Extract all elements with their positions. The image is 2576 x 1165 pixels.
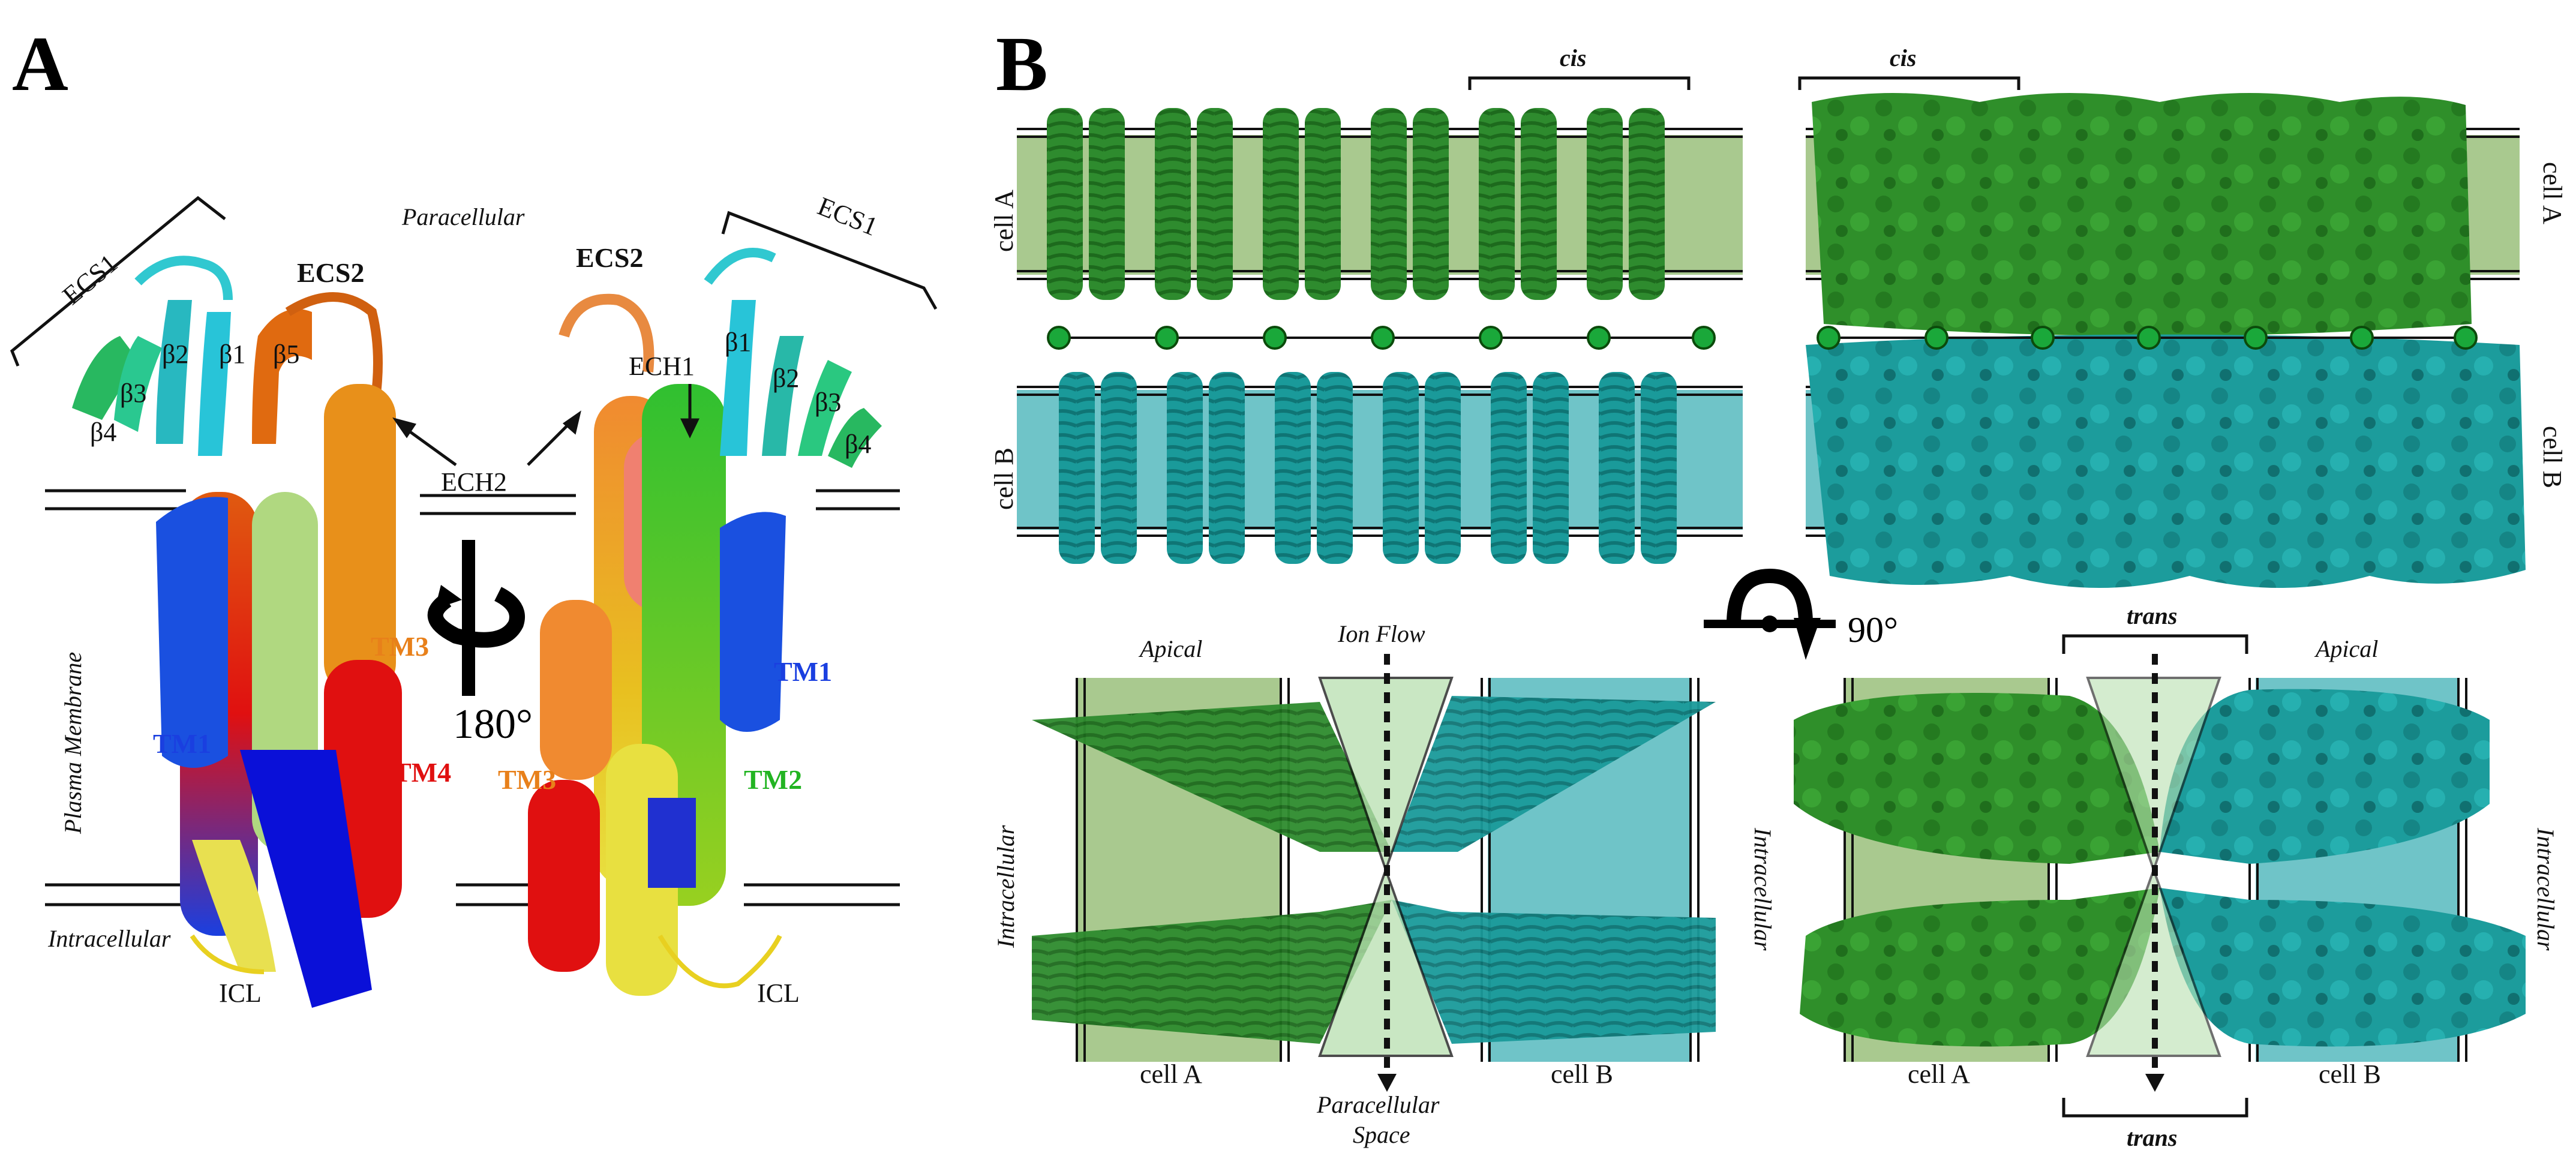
beta4-label-left: β4 (90, 418, 116, 447)
tm3-helix-left (324, 384, 396, 696)
ecs2-label-left: ECS2 (297, 257, 364, 288)
icl-loop-left (190, 934, 265, 974)
icl-label-right: ICL (757, 978, 800, 1008)
beta1-label-left: β1 (219, 340, 245, 369)
beta-strand-4-left (72, 336, 138, 420)
cis-bracket-right (1798, 76, 2020, 90)
intracellular-label: Intracellular (47, 925, 171, 952)
tm4-label-left: TM4 (393, 757, 451, 788)
rotation-180-label: 180° (453, 701, 533, 747)
trans-bracket-bottom (2062, 1098, 2248, 1118)
beta3-label-left: β3 (120, 379, 146, 408)
apical-label-right: Apical (2314, 635, 2378, 662)
beta4-label-right: β4 (845, 430, 871, 459)
trans-bracket-top (2062, 634, 2248, 654)
paracellular-space-label-1: Paracellular (1316, 1091, 1440, 1118)
cell-b-label-bottom-right: cell B (2319, 1059, 2381, 1089)
intracellular-label-b-left: Intracellular (992, 825, 1019, 948)
beta1-label-right: β1 (725, 328, 751, 357)
tm1-label-left: TM1 (153, 728, 211, 759)
rotation-90-label: 90° (1848, 610, 1898, 650)
rotation-180-icon (427, 540, 525, 696)
paracellular-space-label-2: Space (1353, 1121, 1410, 1148)
beta-strand-4-right (828, 408, 882, 468)
panel-b: B (989, 21, 2567, 1151)
left-protein-structure (72, 256, 402, 1008)
icl-label-left: ICL (219, 978, 262, 1008)
right-protein-structure (528, 248, 882, 996)
cis-bracket-left (1468, 76, 1691, 90)
panel-a-letter: A (12, 21, 68, 107)
ech1-arrow (680, 384, 699, 439)
beta-strand-3-left (114, 336, 162, 432)
bottom-right-view: trans trans Apical cell A cell B Intrace… (1794, 602, 2559, 1151)
panel-b-letter: B (996, 21, 1048, 107)
cell-a-label-bottom-right: cell A (1908, 1059, 1970, 1089)
top-left-lattice: cis cell A cell B (989, 44, 1743, 564)
claudin-surface-cell-a (1812, 93, 2472, 336)
cis-label-right: cis (1890, 44, 1916, 71)
beta3-label-right: β3 (815, 388, 841, 417)
panel-a-membrane-lines (45, 489, 900, 906)
cell-a-label-bottom-left: cell A (1140, 1059, 1202, 1089)
ecs1-label-left: ECS1 (57, 248, 123, 311)
beta2-label-left: β2 (162, 340, 188, 369)
beta-strand-1-right (720, 300, 756, 456)
tm3-label-left: TM3 (371, 631, 429, 662)
cell-b-label-bottom-left: cell B (1551, 1059, 1613, 1089)
tm3-label-right: TM3 (498, 764, 556, 795)
ecs1-bracket-left (10, 196, 226, 367)
paracellular-label: Paracellular (401, 203, 525, 230)
beta-strand-2-right (762, 336, 804, 456)
ecs1-label-right: ECS1 (813, 191, 882, 242)
beta5-label-left: β5 (273, 340, 299, 369)
trans-label-bottom: trans (2127, 1124, 2178, 1151)
beta-strand-1-left (198, 312, 231, 456)
cell-b-label-top-right: cell B (2538, 426, 2567, 488)
tm1-label-right: TM1 (774, 656, 832, 687)
plasma-membrane-label: Plasma Membrane (59, 652, 86, 834)
tm2-label-right: TM2 (744, 764, 802, 795)
tm1-helix-left (156, 497, 228, 768)
icl-loop-right (657, 934, 782, 989)
claudin-surface-cell-b (1806, 334, 2526, 588)
cis-label-left: cis (1560, 44, 1586, 71)
apical-label-left: Apical (1138, 635, 1202, 662)
tm1-helix-right (720, 512, 786, 732)
beta2-label-right: β2 (773, 364, 799, 393)
panel-a: A Paracellular Plasma Membrane Intracell… (10, 21, 938, 1008)
ech2-arrows (392, 410, 581, 467)
rotation-90-icon (1704, 568, 1836, 660)
beta-strand-2-left (156, 300, 192, 444)
ecs1-bracket-right (721, 211, 938, 310)
tm4-helix-right (528, 780, 600, 972)
intracellular-label-b-right: Intracellular (2532, 827, 2559, 951)
ecs2-label-right: ECS2 (576, 242, 643, 273)
intracellular-label-b-mid: Intracellular (1749, 827, 1776, 951)
ech2-label: ECH2 (441, 467, 507, 497)
trans-label-top: trans (2127, 602, 2178, 629)
cell-a-label-top-left: cell A (989, 190, 1019, 252)
beta-strand-3-right (798, 360, 852, 456)
ech1-label: ECH1 (629, 352, 695, 381)
top-right-lattice: cis cell A cell B (1798, 44, 2567, 588)
ion-flow-label: Ion Flow (1337, 620, 1425, 647)
bottom-left-view: Ion Flow Apical cell A cell B Paracellul… (992, 620, 1776, 1148)
cell-b-label-top-left: cell B (989, 448, 1019, 510)
beta-strand-5-left (252, 309, 312, 444)
cell-a-label-top-right: cell A (2538, 162, 2567, 224)
